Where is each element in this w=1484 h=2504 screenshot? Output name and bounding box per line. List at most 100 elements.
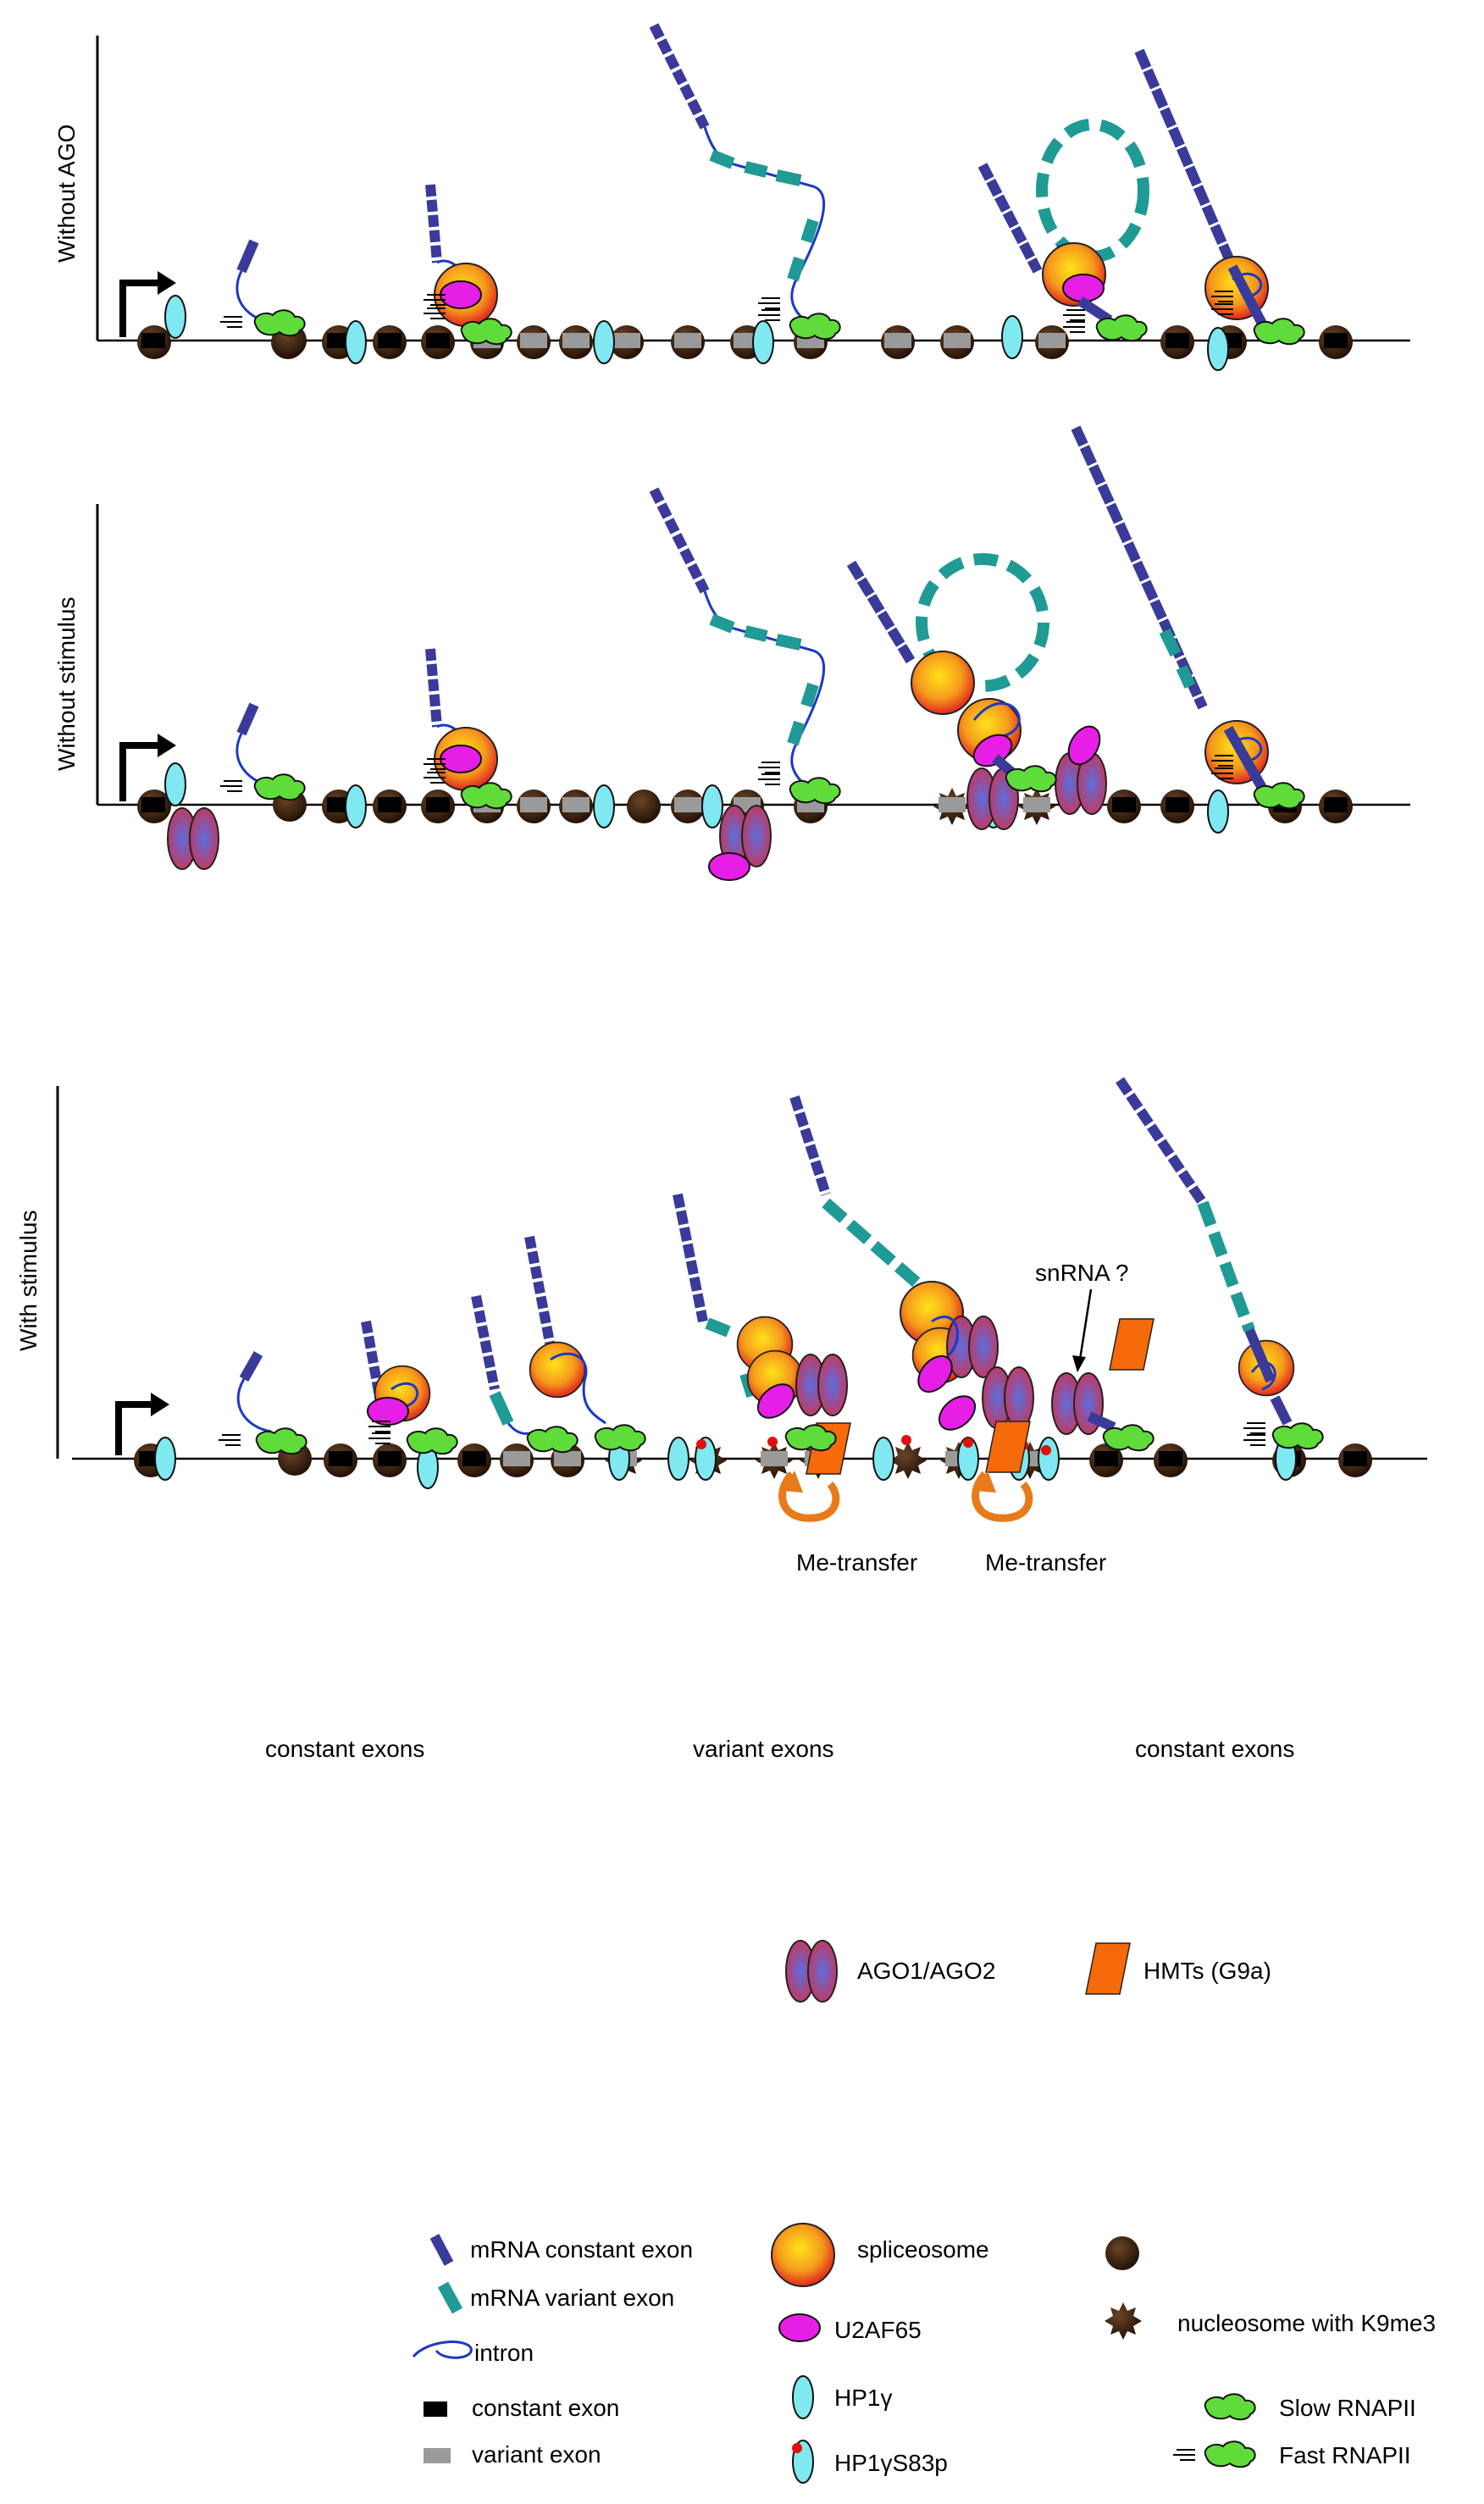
- constant-exon-icon: [424, 2402, 447, 2417]
- constant-exon: [462, 1451, 486, 1466]
- legend-intron-label: intron: [474, 2340, 534, 2366]
- mrna-constant-exon: [1116, 1077, 1207, 1206]
- u2af65-icon: [440, 280, 482, 309]
- mrna-constant-exon: [236, 239, 259, 274]
- fast-mark-icon: [757, 773, 781, 785]
- legend-mrna-constant-label: mRNA constant exon: [470, 2236, 693, 2263]
- mrna-constant-exon: [1227, 264, 1267, 326]
- mrna-variant-exons: [822, 1198, 936, 1301]
- rnapii-icon: [253, 309, 306, 337]
- u2af65-icon: [778, 2313, 821, 2342]
- variant-exon: [520, 333, 547, 348]
- variant-exon: [939, 797, 966, 812]
- mrna-constant-exon: [846, 560, 916, 664]
- u2af65-icon: [708, 852, 750, 881]
- region-label-variant: variant exons: [693, 1736, 834, 1762]
- constant-exon: [141, 333, 165, 348]
- promoter-arrow-icon: [119, 742, 159, 801]
- hp1-icon: [1038, 1437, 1060, 1481]
- u2af65-icon: [440, 745, 482, 773]
- ago-icon: [982, 1366, 1034, 1429]
- mrna-variant-exons: [1159, 628, 1196, 689]
- region-label-constant-left: constant exons: [265, 1736, 424, 1762]
- constant-exon: [141, 797, 165, 812]
- me-transfer-arrowhead-icon: [976, 1471, 996, 1493]
- constant-exon: [426, 797, 450, 812]
- spliceosome-icon: [529, 1341, 586, 1399]
- legend-top: AGO1/AGO2 HMTs (G9a): [785, 1940, 1271, 2003]
- region-label-constant-right: constant exons: [1135, 1736, 1294, 1762]
- mrna-constant-exon: [673, 1193, 708, 1323]
- variant-exon: [520, 797, 547, 812]
- hp1-icon: [667, 1437, 689, 1481]
- phospho-icon: [792, 2443, 802, 2453]
- hp1-icon: [872, 1437, 894, 1481]
- slow-rnapii-icon: [1204, 2393, 1256, 2421]
- hp1-icon: [1207, 789, 1229, 834]
- fast-mark-icon: [219, 780, 243, 792]
- intron-icon: [412, 2341, 473, 2359]
- me-transfer-arrow-icon: [972, 1471, 1033, 1522]
- variant-exon: [944, 333, 971, 348]
- variant-exon: [562, 797, 590, 812]
- rnapii-icon: [594, 1424, 646, 1452]
- me-transfer-label-2: Me-transfer: [985, 1549, 1106, 1576]
- rnapii-icon: [1095, 314, 1148, 342]
- rnapii-icon: [255, 1427, 307, 1455]
- me-transfer-label-1: Me-transfer: [796, 1549, 917, 1576]
- mrna-constant-exon: [649, 23, 710, 130]
- hmt-icon: [1109, 1318, 1155, 1371]
- spliceosome-icon: [911, 651, 975, 715]
- rnapii-icon: [789, 777, 841, 805]
- promoter-arrow-icon: [115, 1401, 152, 1455]
- mrna-variant-loop: [1036, 119, 1149, 263]
- constant-exon: [1112, 797, 1136, 812]
- promoter-arrow-icon: [119, 280, 159, 337]
- panel3-label: With stimulus: [15, 1210, 42, 1351]
- panel3-chromatin: [134, 1442, 1372, 1479]
- legend-fast-rnapii-label: Fast RNAPII: [1279, 2442, 1411, 2468]
- rnapii-icon: [1102, 1424, 1155, 1452]
- me-transfer-arrows: [778, 1471, 1033, 1522]
- nucleosome: [627, 789, 661, 823]
- constant-exon: [1343, 1451, 1367, 1466]
- intron: [390, 1382, 419, 1408]
- mrna-constant-exon: [425, 648, 442, 728]
- mrna-variant-exons: [1197, 1200, 1255, 1332]
- hp1-icon: [701, 784, 723, 828]
- rnapii-icon: [1253, 782, 1305, 810]
- panel3-transcripts: [218, 1077, 1324, 1475]
- panel2-transcripts: [219, 425, 1305, 810]
- intron: [1250, 1361, 1276, 1391]
- legend-hmt-label: HMTs (G9a): [1143, 1958, 1271, 1984]
- intron: [931, 1316, 959, 1357]
- fast-mark-icon: [219, 316, 243, 328]
- hmt-icon: [1085, 1942, 1131, 1995]
- constant-exon: [378, 1451, 401, 1466]
- hp1-icon: [1207, 327, 1229, 371]
- legend-mrna-variant-label: mRNA variant exon: [470, 2285, 674, 2311]
- panel1-label: Without AGO: [53, 125, 80, 263]
- rnapii-icon: [1271, 1422, 1324, 1450]
- fast-mark-icon: [1172, 2449, 1196, 2461]
- mrna-constant-exon: [239, 1351, 263, 1382]
- me-transfer-arrow-icon: [778, 1471, 840, 1522]
- u2af65-icon: [932, 1388, 983, 1438]
- rnapii-icon: [1005, 765, 1057, 793]
- rnapii-icon: [460, 782, 512, 810]
- mrna-constant-exon-icon: [429, 2234, 454, 2266]
- mrna-constant-exon: [425, 184, 442, 263]
- fast-mark-icon: [1243, 1434, 1266, 1446]
- mrna-constant-exon: [524, 1235, 556, 1349]
- rnapii-icon: [406, 1427, 458, 1455]
- panel-without-ago: Without AGO: [53, 23, 1410, 371]
- legend-constant-exon-label: constant exon: [472, 2395, 619, 2421]
- constant-exon: [1166, 333, 1189, 348]
- variant-exon-icon: [424, 2448, 451, 2463]
- fast-mark-icon: [757, 762, 781, 773]
- mrna-constant-exon: [1077, 296, 1113, 325]
- legend-hp1p-label: HP1γS83p: [834, 2450, 948, 2476]
- legend-u2af65-label: U2AF65: [834, 2317, 922, 2343]
- snrna-label: snRNA ?: [1035, 1260, 1129, 1286]
- ago-icon: [1051, 1372, 1104, 1435]
